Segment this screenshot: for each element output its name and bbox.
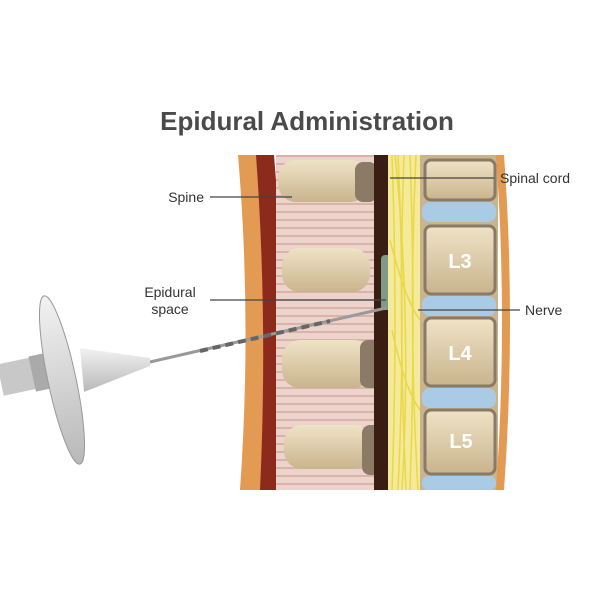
label-spine: Spine	[168, 189, 204, 205]
label-epidural-line1: Epidural	[144, 284, 195, 300]
label-nerve: Nerve	[525, 302, 563, 318]
vertebra-label-l4: L4	[448, 343, 472, 365]
spinal-cord-nerves	[388, 154, 422, 491]
disc	[422, 296, 496, 316]
epidural-space	[374, 155, 390, 490]
diagram-title: Epidural Administration	[160, 106, 454, 136]
vertebra-label-l5: L5	[449, 431, 472, 453]
label-epidural-line2: space	[151, 301, 189, 317]
disc	[422, 388, 496, 408]
syringe	[0, 295, 387, 465]
label-spinal-cord: Spinal cord	[500, 170, 570, 186]
vertebra-label-l3: L3	[448, 251, 471, 273]
vertebral-column	[420, 155, 510, 490]
disc	[422, 202, 496, 222]
